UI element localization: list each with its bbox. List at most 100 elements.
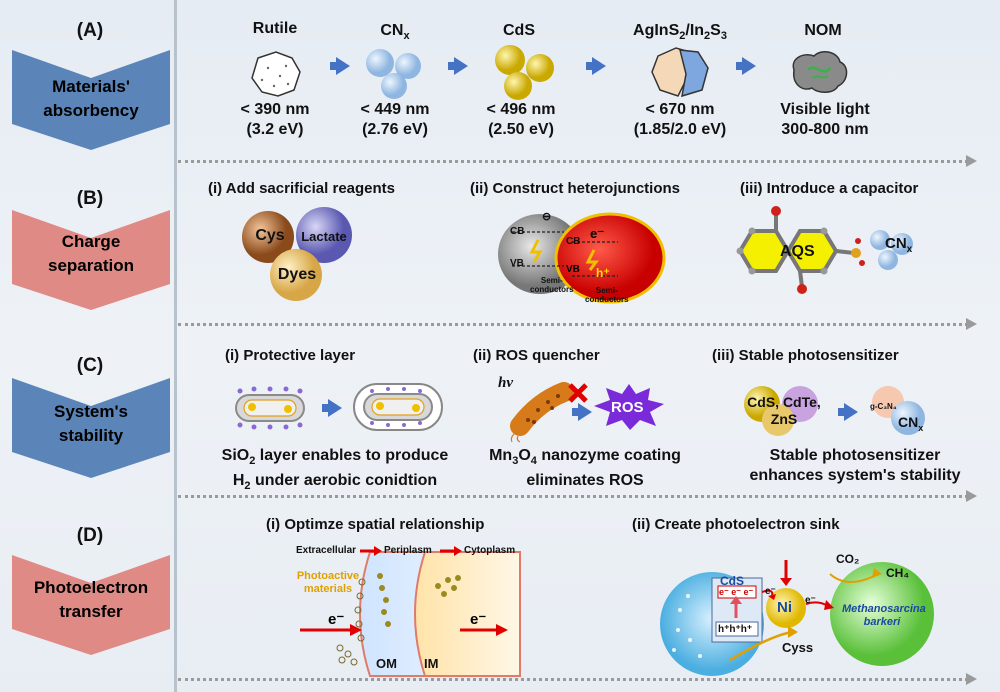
- bacterium-ros-icon: [510, 382, 574, 443]
- material-s-sub: 3: [720, 30, 727, 43]
- cds-wavelength: < 496 nm: [486, 101, 556, 118]
- stability-ii-desc-line1: Mn3O4 nanozyme coating: [460, 446, 710, 471]
- section-c-title: System's stability: [12, 400, 170, 448]
- mn3o4-rest: nanozyme coating: [536, 447, 681, 464]
- sink-e-right: e⁻: [805, 595, 816, 606]
- divider-a: [178, 160, 968, 163]
- photoactive-line2: materials: [303, 583, 353, 595]
- arrow-peri-cyto: [440, 546, 462, 556]
- mn3o4-sub2: 4: [530, 455, 537, 468]
- stability-iii-desc-line1: Stable photosensitizer: [769, 447, 941, 464]
- hetero-hole: h⁺: [596, 266, 610, 280]
- sink-cyss-label: Cyss: [782, 640, 814, 655]
- cds-cdte-line1: CdS, CdTe,: [747, 394, 821, 410]
- hetero-minus: ⊖: [542, 211, 552, 223]
- gc3n4-label: g-C₃N₄: [870, 402, 897, 411]
- capacitor-cnx-main: CN: [885, 235, 907, 252]
- section-b-title-line1: Charge: [61, 232, 121, 251]
- section-c-title-line2: stability: [58, 426, 124, 445]
- stability-cnx-main: CN: [898, 414, 919, 430]
- extracellular-label: Extracellular: [296, 545, 357, 556]
- stability-i-desc-line2: H2 under aerobic conidtion: [200, 471, 470, 496]
- sink-holes: h⁺h⁺h⁺: [718, 624, 753, 635]
- arrow-c1-icon: [328, 399, 342, 417]
- material-aginsin-name: AgInS2/In2S3: [610, 22, 750, 42]
- material-rutile-name: Rutile: [252, 20, 298, 37]
- arrow-a1-stem: [330, 62, 338, 70]
- transfer-i-title: (i) Optimze spatial relationship: [266, 516, 485, 533]
- material-s-part: S: [710, 22, 721, 39]
- divider-c-arrowhead: [966, 490, 977, 502]
- nom-particle-icon: [792, 50, 848, 93]
- stability-i-desc: SiO2 layer enables to produce H2 under a…: [200, 446, 470, 496]
- arrow-c2-icon: [578, 403, 592, 421]
- cnx-values: < 449 nm (2.76 eV): [340, 100, 450, 140]
- cds-values: < 496 nm (2.50 eV): [466, 100, 576, 140]
- heterojunction-diagram: [498, 212, 666, 304]
- section-d-title: Photoelectron transfer: [12, 576, 170, 624]
- section-b-title: Charge separation: [12, 230, 170, 278]
- capacitor-cnx-label: CNx: [885, 235, 912, 255]
- section-d-letter: (D): [76, 525, 104, 546]
- sio2-main: SiO: [221, 447, 250, 464]
- material-ag-part: AgInS: [633, 22, 680, 39]
- sink-ch4-label: CH₄: [886, 566, 910, 580]
- red-x-icon: [568, 383, 588, 403]
- arrow-c3-icon: [844, 403, 858, 421]
- ros-label: ROS: [611, 399, 644, 416]
- cytoplasm-label: Cytoplasm: [464, 545, 516, 556]
- methanosarcina-label: Methanosarcina barkeri: [842, 603, 926, 629]
- h2-sub: 2: [244, 480, 251, 493]
- aginsin-values: < 670 nm (1.85/2.0 eV): [610, 100, 750, 140]
- aginsin-wavelength: < 670 nm: [645, 101, 715, 118]
- rutile-values: < 390 nm (3.2 eV): [220, 100, 330, 140]
- cell-envelope-diagram: [300, 551, 521, 677]
- stability-ii-title: (ii) ROS quencher: [473, 347, 600, 364]
- material-in-sub: 2: [704, 30, 711, 43]
- cnx-energy: (2.76 eV): [362, 121, 428, 138]
- arrow-c1-stem: [322, 404, 330, 412]
- section-d-chevron: [12, 555, 170, 655]
- section-c-title-line1: System's: [54, 402, 128, 421]
- stability-cnx-sub: x: [918, 422, 924, 433]
- divider-b-arrowhead: [966, 318, 977, 330]
- cds-spheres-icon: [495, 45, 554, 100]
- methanosarcina-line2: barkeri: [863, 616, 901, 628]
- arrow-a2-icon: [454, 57, 468, 75]
- section-c-chevron: [12, 378, 170, 478]
- sink-ni-label: Ni: [777, 599, 792, 616]
- h2-main: H: [232, 472, 245, 490]
- om-label: OM: [376, 656, 397, 671]
- arrow-c2-stem: [572, 408, 580, 416]
- sink-co2-label: CO₂: [836, 552, 860, 566]
- hetero-cb1: CB: [510, 226, 525, 237]
- section-a-title-line2: absorbency: [43, 101, 139, 120]
- section-a-chevron: [12, 50, 170, 150]
- stability-cnx-label: CNx: [898, 414, 923, 433]
- sink-cds-label: CdS: [720, 574, 744, 588]
- arrow-extra-peri: [360, 546, 382, 556]
- cnx-wavelength: < 449 nm: [360, 101, 430, 118]
- photoelectron-sink-diagram: [660, 560, 934, 676]
- arrow-a3-icon: [592, 57, 606, 75]
- rutile-energy: (3.2 eV): [246, 121, 304, 138]
- section-d-title-line1: Photoelectron: [33, 578, 149, 597]
- capacitor-cnx-sub: x: [906, 244, 913, 255]
- electron-out-label: e⁻: [470, 611, 487, 628]
- vertical-separator: [174, 0, 177, 692]
- divider-b: [178, 323, 968, 326]
- aginsin-particle-icon: [651, 47, 709, 98]
- periplasm-label: Periplasm: [384, 545, 432, 556]
- divider-c: [178, 495, 968, 498]
- divider-a-arrowhead: [966, 155, 977, 167]
- hetero-electron: e⁻: [590, 226, 605, 241]
- material-ag-sub: 2: [679, 30, 686, 43]
- stability-ii-desc-line2: eliminates ROS: [526, 472, 644, 490]
- divider-d-arrowhead: [966, 673, 977, 685]
- arrow-a2-stem: [448, 62, 456, 70]
- material-cnx-name: CNx: [350, 22, 440, 42]
- aqs-molecule-icon: [736, 206, 865, 294]
- cds-cdte-label: CdS, CdTe, ZnS: [738, 394, 830, 428]
- capacitor-cnx-spheres: [870, 230, 913, 270]
- material-cnx-sub: x: [403, 30, 410, 43]
